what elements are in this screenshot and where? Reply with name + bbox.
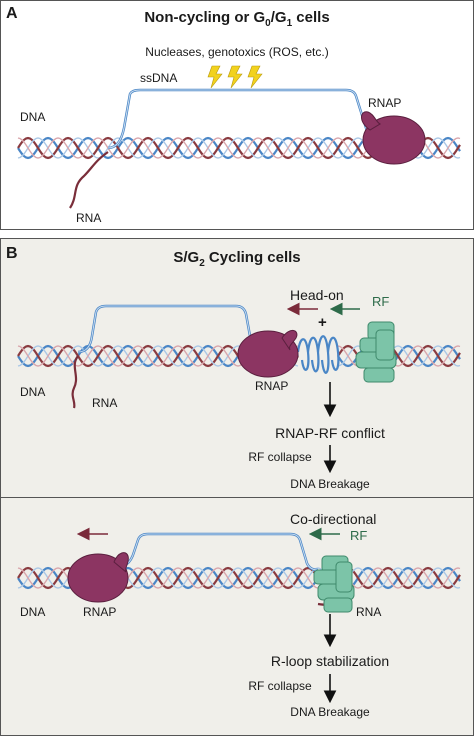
rnap-blob xyxy=(361,111,426,165)
headon-step-breakage: DNA Breakage xyxy=(290,477,370,491)
panel-a-title: Non-cycling or G0/G1 cells xyxy=(144,9,329,29)
headon-step-conflict: RNAP-RF conflict xyxy=(275,425,385,441)
panel-a-letter: A xyxy=(6,5,18,22)
panel-b: B S/G2 Cycling cells Head-on + RF RNA xyxy=(0,238,474,736)
dna-label: DNA xyxy=(20,110,45,124)
rnap-blob xyxy=(237,330,299,378)
codirectional-title: Co-directional xyxy=(290,511,376,527)
damage-label: Nucleases, genotoxics (ROS, etc.) xyxy=(145,45,328,59)
rnap-label: RNAP xyxy=(255,379,288,393)
headon-title: Head-on xyxy=(290,287,344,303)
rna-label: RNA xyxy=(92,396,117,410)
dna-strand xyxy=(337,345,461,367)
ssdna-highlight xyxy=(117,533,319,571)
rna-label: RNA xyxy=(76,211,101,225)
rnap-label: RNAP xyxy=(83,605,116,619)
panel-a: A Non-cycling or G0/G1 cells Nucleases, … xyxy=(0,0,474,230)
panel-b-letter: B xyxy=(6,245,18,262)
ssdna-label: ssDNA xyxy=(140,71,177,85)
replication-fork-complex xyxy=(313,555,355,613)
replication-fork-complex xyxy=(355,321,397,383)
rna-label: RNA xyxy=(356,605,381,619)
codirectional-step-rloop: R-loop stabilization xyxy=(271,653,389,669)
panel-b-title: S/G2 Cycling cells xyxy=(173,249,300,269)
rnap-label: RNAP xyxy=(368,96,401,110)
rf-label: RF xyxy=(350,528,367,543)
rna-strand xyxy=(71,355,79,409)
headon-section: Head-on + RF RNA DNA xyxy=(17,287,461,491)
lightning-icon xyxy=(207,65,263,89)
codirectional-step-breakage: DNA Breakage xyxy=(290,705,370,719)
codirectional-section: Co-directional RF RNA DNA RNAP xyxy=(17,511,461,719)
supercoil xyxy=(296,335,340,374)
rnap-blob xyxy=(67,552,129,603)
headon-step-collapse: RF collapse xyxy=(248,450,312,464)
plus-sign: + xyxy=(318,314,327,331)
dna-label: DNA xyxy=(20,605,45,619)
dna-label: DNA xyxy=(20,385,45,399)
rf-label: RF xyxy=(372,294,389,309)
rna-strand xyxy=(69,151,109,209)
codirectional-step-collapse: RF collapse xyxy=(248,679,312,693)
